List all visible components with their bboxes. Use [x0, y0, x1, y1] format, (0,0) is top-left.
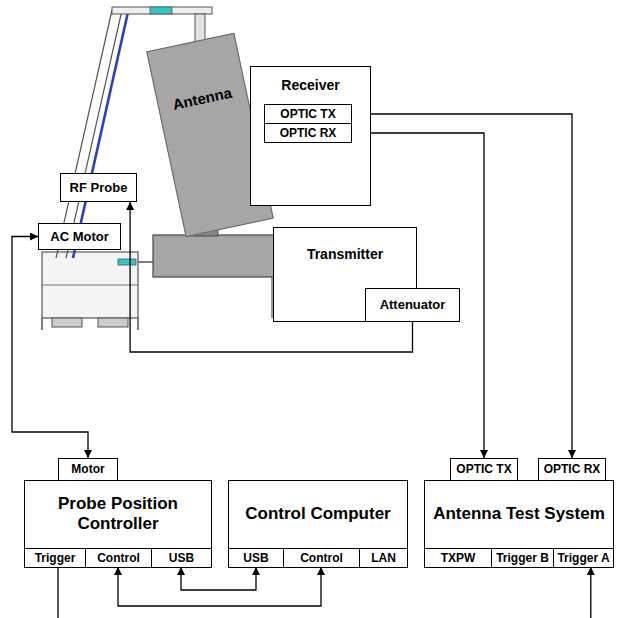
node-label: Control	[97, 551, 140, 565]
probe-stand	[42, 7, 278, 330]
receiver-box: ReceiverOPTIC TX OPTIC RX	[250, 66, 371, 206]
node-label: OPTIC RX	[544, 462, 601, 476]
node-label: LAN	[371, 551, 396, 565]
node-label: Probe Position Controller	[33, 494, 203, 535]
node-label: USB	[243, 551, 268, 565]
node-label: Trigger	[35, 551, 76, 565]
port-cell: Control	[283, 548, 359, 567]
node-label: Trigger A	[557, 551, 609, 565]
coupler	[118, 259, 136, 265]
port-cell: LAN	[359, 548, 407, 567]
cart-leg	[41, 318, 43, 330]
node-label: Attenuator	[380, 297, 446, 313]
rail	[66, 10, 122, 258]
coupler	[150, 7, 172, 14]
node-label: Transmitter	[274, 246, 416, 263]
arm	[138, 261, 153, 263]
node-label: OPTIC TX	[280, 107, 335, 121]
port-cell: USB	[229, 548, 283, 567]
node-label: OPTIC TX	[456, 462, 511, 476]
signal-connector	[118, 567, 321, 606]
cart-wheel	[98, 318, 128, 327]
positioner-bar	[153, 235, 278, 277]
node-label: Motor	[71, 462, 104, 476]
port-tab: OPTIC RX	[538, 458, 606, 481]
cart-frame	[42, 252, 138, 318]
node-label: Antenna Test System	[428, 504, 610, 524]
signal-connector	[181, 567, 256, 590]
port-cell: Trigger	[25, 548, 85, 567]
top-bar	[112, 7, 212, 14]
node-label: OPTIC RX	[280, 126, 337, 140]
node-label: AC Motor	[50, 229, 109, 245]
rail-belt	[73, 12, 128, 258]
port-tab: Motor	[58, 458, 118, 481]
signal-connector	[12, 237, 88, 459]
port-tab: OPTIC TX	[450, 458, 518, 481]
cart-leg	[137, 318, 139, 330]
node-label: TXPW	[441, 551, 476, 565]
port-cell: Control	[85, 548, 151, 567]
node-label: Trigger B	[496, 551, 549, 565]
port-cell: TXPW	[425, 548, 491, 567]
probe-box: RF Probe	[60, 173, 137, 202]
cart-shelf	[42, 285, 138, 286]
signal-connector	[352, 133, 484, 458]
node-label: Control Computer	[233, 504, 403, 524]
node-label: Antenna	[157, 81, 247, 117]
node-label: Receiver	[251, 77, 370, 94]
node-label: RF Probe	[70, 180, 128, 196]
port-cell: USB	[151, 548, 211, 567]
test-system-box: Antenna Test SystemTXPW Trigger B Trigger …	[424, 480, 614, 568]
port-cell: Trigger B	[491, 548, 553, 567]
motor-box: AC Motor	[38, 223, 121, 250]
signal-connector	[58, 567, 591, 618]
port-box: OPTIC RX	[264, 123, 352, 143]
port-cell: Trigger A	[553, 548, 613, 567]
attenuator-box: Attenuator	[365, 288, 460, 322]
controller-box: Probe Position ControllerTrigger Control U…	[24, 480, 212, 568]
node-label: Control	[300, 551, 343, 565]
rail	[56, 10, 112, 258]
node-label: USB	[169, 551, 194, 565]
cart-wheel	[52, 318, 82, 327]
port-box: OPTIC TX	[264, 104, 352, 124]
computer-box: Control ComputerUSB Control LAN	[228, 480, 408, 568]
